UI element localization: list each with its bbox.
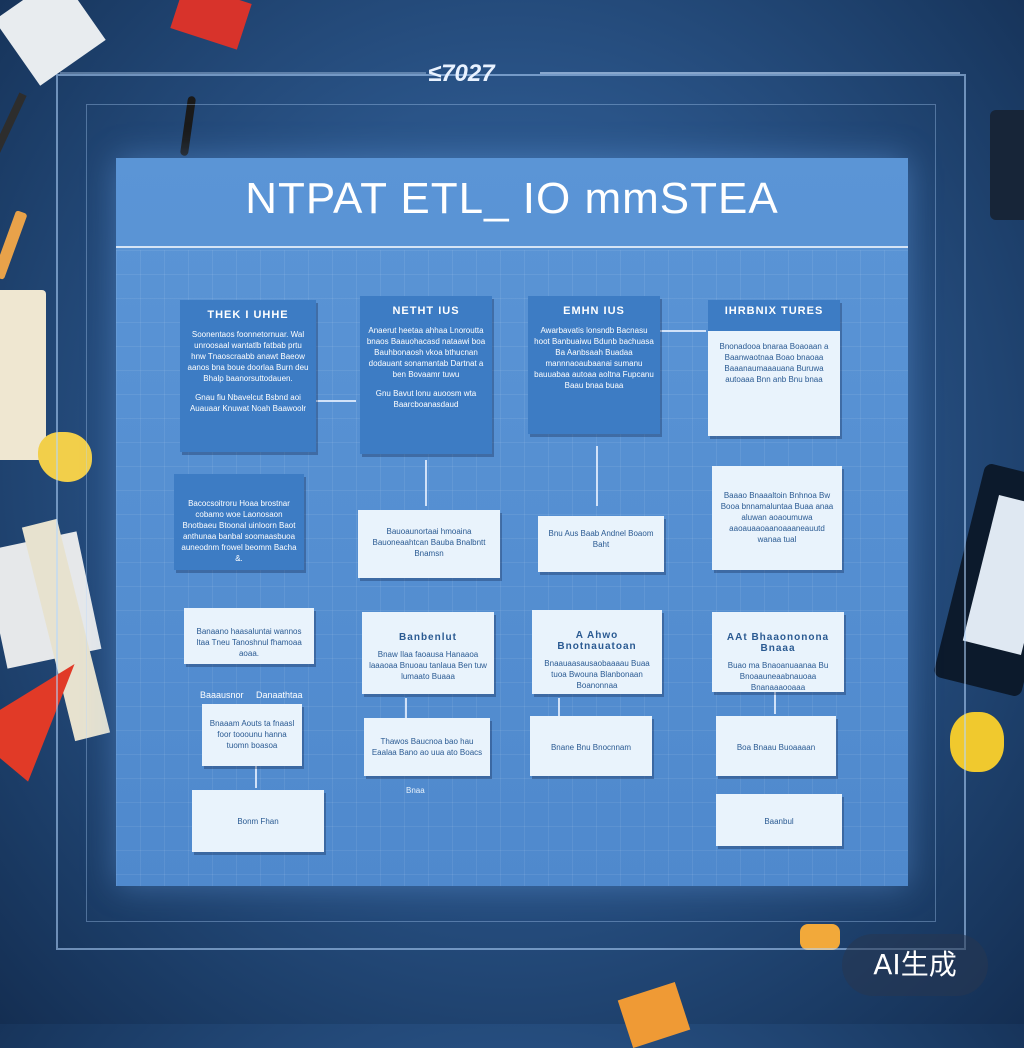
connector-3-4 [660, 330, 706, 332]
yellow-eraser-right [950, 712, 1004, 772]
card-col4-row3-title: AAt Bhaaononona Bnaaa [726, 632, 830, 654]
top-code-label: ≤7027 [428, 60, 495, 87]
card-col1-row5-text: Bonm Fhan [237, 817, 279, 826]
pencil-icon [0, 92, 27, 178]
card-col1-row4-text: Bnaaam Aouts ta fnaasl foor tooounu hann… [209, 719, 295, 750]
connector-col2-down [425, 460, 427, 506]
card-col2-row2-text: Bauoaunortaai hmoaina Bauoneaahtcan Baub… [372, 527, 486, 558]
card-col1-header-text: Soonentaos foonnetornuar. Wal unroosaal … [187, 330, 309, 383]
card-col2-row4: Thawos Baucnoa bao hau Eaalaa Bano ao uu… [364, 718, 490, 776]
connector-1-2 [316, 400, 356, 402]
card-col3-header: EMHN IUS Awarbavatis lonsndb Bacnasu hoo… [528, 296, 660, 434]
card-col2-header: NETHT IUS Anaerut heetaa ahhaa Lnoroutta… [360, 296, 492, 454]
card-col3-row2: Bnu Aus Baab Andnel Boaom Baht [538, 516, 664, 572]
card-col3-header-title: EMHN IUS [563, 305, 625, 317]
card-col4-row3-text: Buao ma Bnaoanuaanaa Bu Bnoaauneaabnauoa… [727, 661, 829, 692]
connector-col2-down-2 [405, 698, 407, 718]
card-col4-row5-text: Baanbul [764, 817, 794, 826]
card-col4-header: IHRBNIX TURES Bnonadooa bnaraa Boaoaan a… [708, 300, 840, 436]
connector-col1-down [255, 766, 257, 788]
card-col4-row3: AAt Bhaaononona Bnaaa Buao ma Bnaoanuaan… [712, 612, 844, 692]
crayon-icon [0, 210, 28, 280]
card-col3-row3-text: Bnaauaasausaobaaaau Buaa tuoa Bwouna Bla… [544, 659, 650, 690]
card-col1-row2: Bacocsoitroru Hoaa brostnar cobamo woe L… [174, 474, 304, 570]
col1-row4-label-a: Baaausnor [200, 690, 244, 700]
orange-cap-bottom [800, 924, 840, 950]
card-col2-header-text: Anaerut heetaa ahhaa Lnoroutta bnaos Baa… [366, 326, 486, 379]
card-col2-header-text2: Gnu Bavut lonu auoosm wta Baarcboanasdau… [375, 389, 477, 409]
card-col3-row4: Bnane Bnu Bnocnnam [530, 716, 652, 776]
card-col1-row5: Bonm Fhan [192, 790, 324, 852]
card-col2-row3: Banbenlut Bnaw Ilaa faoausa Hanaaoa laaa… [362, 612, 494, 694]
connector-col3-down-2 [558, 698, 560, 716]
card-col3-row4-text: Bnane Bnu Bnocnnam [550, 743, 632, 752]
connector-col3-down [596, 446, 598, 506]
card-col4-row2: Baaao Bnaaaltoin Bnhnoa Bw Booa bnnamalu… [712, 466, 842, 570]
card-col1-header-title: THEK I UHHE [207, 309, 289, 321]
dark-device-top-right [990, 110, 1024, 220]
card-col3-row3: A Ahwo Bnotnauatoan Bnaauaasausaobaaaau … [532, 610, 662, 694]
title-rule [116, 246, 908, 248]
board-title: NTPAT ETL_ IO mmSTEA [245, 174, 779, 223]
card-col4-row4-text: Boa Bnaau Buoaaaan [736, 743, 816, 752]
card-col3-row2-text: Bnu Aus Baab Andnel Boaom Baht [548, 529, 654, 549]
card-col4-header-title: IHRBNIX TURES [708, 300, 840, 331]
connector-col4-down [774, 692, 776, 714]
orange-block-bottom [617, 981, 691, 1048]
card-col1-row3-text: Banaano haasaluntai wannos Itaa Tneu Tan… [196, 627, 302, 658]
card-col3-header-text: Awarbavatis lonsndb Bacnasu hoot Banbuai… [534, 326, 654, 390]
card-col3-row3-title: A Ahwo Bnotnauatoan [557, 630, 637, 652]
watermark-badge: AI生成 [842, 934, 988, 996]
inner-frame [86, 104, 936, 922]
card-col2-row3-label: Banbenlut [399, 632, 457, 643]
top-rule-left [60, 72, 426, 74]
card-col4-row2-text: Baaao Bnaaaltoin Bnhnoa Bw Booa bnnamalu… [720, 491, 834, 544]
yellow-eraser-left [38, 432, 92, 482]
card-col1-row3: Banaano haasaluntai wannos Itaa Tneu Tan… [184, 608, 314, 664]
top-rule-right [540, 72, 960, 74]
card-col4-row4: Boa Bnaau Buoaaaan [716, 716, 836, 776]
card-col1-header: THEK I UHHE Soonentaos foonnetornuar. Wa… [180, 300, 316, 452]
card-col4-row5: Baanbul [716, 794, 842, 846]
card-col1-row2-text: Bacocsoitroru Hoaa brostnar cobamo woe L… [181, 499, 297, 563]
card-col4-header-text: Bnonadooa bnaraa Boaoaan a Baanwaotnaa B… [719, 342, 829, 384]
card-col1-row4: Bnaaam Aouts ta fnaasl foor tooounu hann… [202, 704, 302, 766]
card-col2-row2: Bauoaunortaai hmoaina Bauoneaahtcan Baub… [358, 510, 500, 578]
col2-row5-label: Bnaa [406, 786, 425, 795]
red-block-top [170, 0, 252, 50]
paper-roll-left [0, 290, 46, 460]
card-col2-header-title: NETHT IUS [392, 305, 460, 317]
card-col2-row4-text: Thawos Baucnoa bao hau Eaalaa Bano ao uu… [371, 737, 483, 757]
col1-row4-label-b: Danaathtaa [256, 690, 303, 700]
card-col1-header-text2: Gnau fiu Nbavelcut Bsbnd aoi Auauaar Knu… [189, 393, 307, 413]
card-col2-row3-text: Bnaw Ilaa faoausa Hanaaoa laaaoaa Bnuoau… [369, 650, 487, 681]
outer-frame [56, 74, 966, 950]
